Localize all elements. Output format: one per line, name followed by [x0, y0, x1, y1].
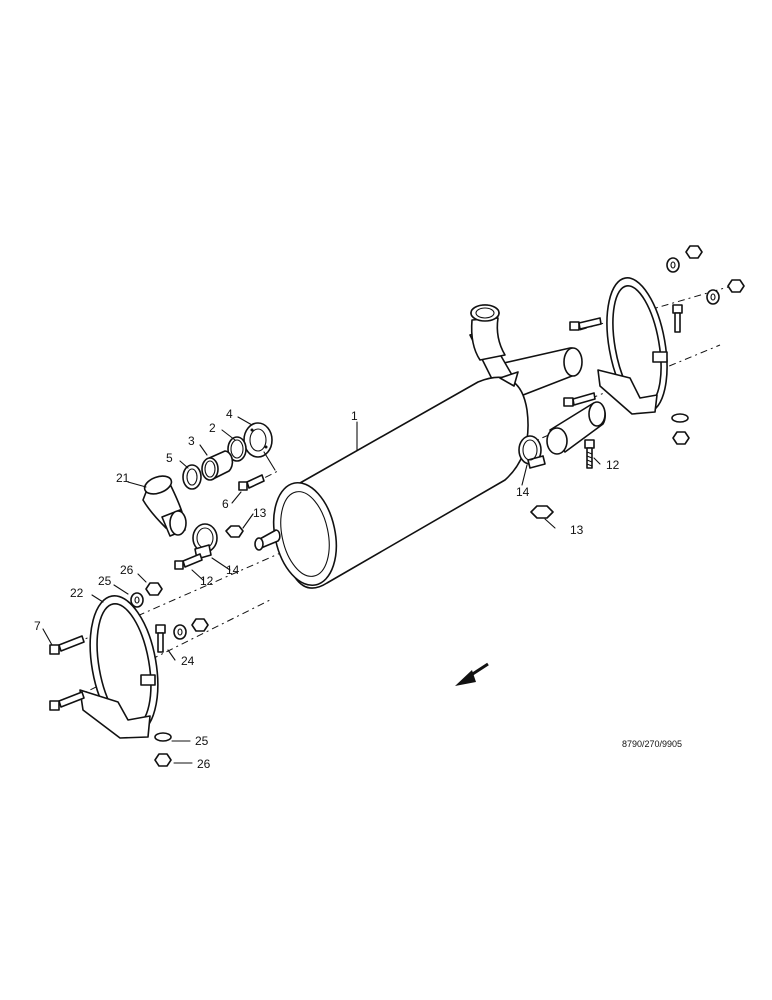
nut-13-left [225, 525, 244, 538]
mounting-band-left [79, 595, 159, 739]
callout-labels: 1 2 3 4 5 6 7 12 12 13 13 14 14 21 22 24… [34, 407, 620, 771]
sleeve-3 [201, 450, 234, 481]
callout-22: 22 [70, 586, 84, 600]
elbow-21 [142, 475, 187, 537]
callout-21: 21 [116, 471, 130, 485]
callout-6: 6 [222, 497, 229, 511]
hardware-right-stack [666, 245, 745, 445]
bolt-6 [238, 474, 265, 491]
callout-7: 7 [34, 619, 41, 633]
arrow-down-left-icon [455, 662, 489, 686]
drawing-reference: 8790/270/9905 [622, 739, 682, 749]
bolt-12-right [584, 439, 595, 469]
outlet-pipe [546, 401, 606, 455]
callout-2: 2 [209, 421, 216, 435]
callout-25-upper: 25 [98, 574, 112, 588]
leader-lines [42, 416, 601, 764]
mounting-band-right [597, 277, 668, 415]
bolt-right-upper [569, 317, 602, 331]
hardware-left-stack [130, 582, 209, 767]
pipe-clamp-right [518, 435, 546, 469]
ring-2 [227, 436, 247, 462]
bolt-right-lower [563, 392, 596, 407]
callout-14-left: 14 [226, 563, 240, 577]
callout-26-lower: 26 [197, 757, 211, 771]
bolt-12-left [174, 553, 203, 570]
bolt-24 [155, 624, 166, 653]
muffler [254, 371, 529, 589]
flange-4 [243, 422, 273, 458]
callout-12-right: 12 [606, 458, 620, 472]
pipe-clamp-left [192, 523, 218, 560]
callout-1: 1 [351, 409, 358, 423]
bolt-right-vertical [672, 304, 683, 333]
callout-12-left: 12 [200, 574, 214, 588]
nut-13-right [530, 505, 554, 519]
callout-13-right: 13 [570, 523, 584, 537]
callout-3: 3 [188, 434, 195, 448]
callout-24: 24 [181, 654, 195, 668]
callout-25-lower: 25 [195, 734, 209, 748]
callout-13-left: 13 [253, 506, 267, 520]
callout-4: 4 [226, 407, 233, 421]
bolt-7 [49, 635, 85, 655]
bolt-left-lower [49, 691, 85, 711]
gasket-5 [182, 464, 202, 490]
callout-14-right: 14 [516, 485, 530, 499]
callout-26-upper: 26 [120, 563, 134, 577]
callout-5: 5 [166, 451, 173, 465]
